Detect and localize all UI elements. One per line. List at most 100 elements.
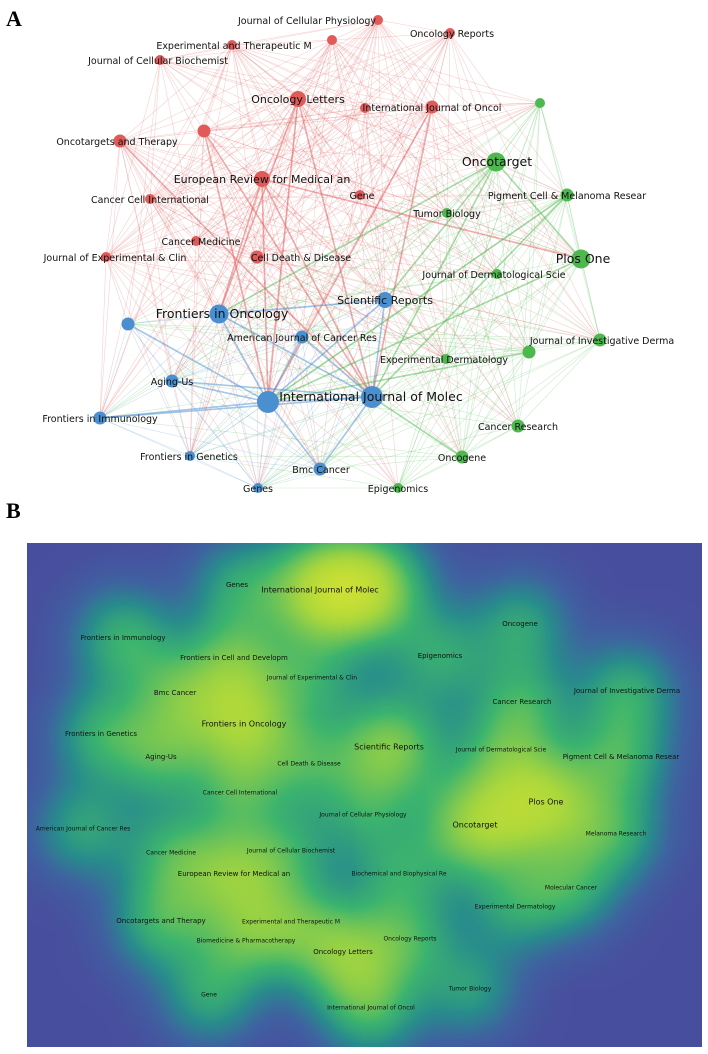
network-edge (119, 140, 497, 163)
network-edge (397, 273, 498, 489)
network-edge (297, 98, 448, 214)
network-edge (127, 161, 497, 325)
density-label: European Review for Medical an (177, 870, 291, 878)
network-edge (171, 380, 269, 403)
network-edge (267, 358, 447, 403)
network-edge (301, 336, 447, 360)
network-edge (267, 106, 433, 403)
network-edge (371, 299, 386, 398)
network-edge (297, 98, 366, 109)
network-edge (159, 59, 497, 163)
network-edge (539, 102, 582, 260)
network-edge (189, 455, 399, 489)
network-edge (99, 417, 259, 489)
network-edge (105, 256, 498, 275)
network-edge (189, 455, 321, 470)
network-edge (517, 339, 601, 427)
network-edge (431, 106, 530, 353)
network-edge (99, 198, 151, 419)
network-edge (384, 299, 463, 458)
network-edge (461, 273, 498, 458)
network-edge (159, 59, 263, 180)
network-edge (149, 198, 220, 315)
network-edge (189, 194, 361, 457)
network-edge (431, 106, 601, 341)
network-edge (195, 130, 205, 242)
network-edge (189, 313, 220, 457)
network-edge (119, 106, 433, 142)
network-edge (189, 396, 373, 457)
network-edge (127, 273, 498, 325)
network-node (113, 134, 127, 148)
network-edge (331, 39, 463, 458)
network-edge (218, 178, 263, 315)
network-edge (231, 44, 386, 301)
network-node-label: Experimental Dermatology (380, 355, 508, 366)
network-edge (359, 106, 433, 196)
network-edge (331, 39, 541, 104)
network-edge (461, 258, 582, 458)
network-edge (261, 178, 582, 260)
network-edge (496, 258, 582, 275)
density-label: Frontiers in Cell and Developm (180, 654, 288, 662)
network-edge (171, 380, 259, 489)
network-edge (231, 44, 463, 458)
network-node (571, 249, 591, 269)
network-edge (257, 468, 321, 489)
network-edge (119, 107, 366, 142)
density-label: Journal of Cellular Physiology (319, 811, 407, 819)
network-edge (105, 256, 530, 353)
network-edge (159, 39, 333, 61)
network-edge (397, 258, 582, 489)
network-edge (528, 102, 541, 353)
network-edge (127, 323, 530, 353)
network-edge (267, 336, 303, 403)
network-edge (256, 39, 333, 258)
density-label: Plos One (528, 797, 564, 807)
network-edge (203, 19, 379, 132)
network-edge (99, 417, 463, 458)
network-edge (364, 32, 451, 109)
network-edge (461, 194, 568, 458)
network-edge (377, 19, 463, 458)
density-label: Tumor Biology (448, 985, 492, 993)
network-edge (301, 336, 321, 470)
network-node-label: Journal of Investigative Derma (529, 336, 674, 347)
network-edge (261, 32, 451, 180)
density-label: Cancer Medicine (146, 849, 196, 857)
network-node (295, 330, 309, 344)
network-node-label: Cell Death & Disease (251, 253, 351, 264)
network-node-label: Epigenomics (368, 484, 428, 495)
network-edge (256, 256, 259, 489)
network-edge (218, 313, 303, 338)
network-node (486, 152, 506, 172)
network-edge (446, 212, 530, 353)
network-edge (105, 256, 601, 341)
network-edge (461, 161, 497, 458)
network-edge (127, 323, 191, 457)
network-edge (119, 140, 258, 258)
network-edge (203, 102, 541, 132)
network-edge (231, 19, 379, 46)
network-edge (119, 39, 333, 142)
network-edge (149, 44, 233, 200)
network-edge (495, 161, 568, 196)
density-label: American Journal of Cancer Res (35, 825, 131, 833)
network-edge (446, 32, 451, 214)
network-node (145, 194, 155, 204)
network-edge (203, 130, 303, 338)
network-edge (261, 178, 321, 470)
network-edge (159, 59, 299, 100)
density-label: Pigment Cell & Melanoma Resear (562, 753, 680, 761)
network-edge (431, 106, 448, 214)
network-node-label: Frontiers in Genetics (140, 452, 238, 463)
network-edge (397, 339, 601, 489)
network-edge (445, 194, 568, 360)
network-edge (119, 140, 303, 338)
density-label: Oncotargets and Therapy (116, 917, 206, 925)
network-edge (231, 44, 366, 109)
network-edge (359, 194, 448, 214)
network-edge (119, 140, 530, 353)
network-edge (105, 256, 220, 315)
network-edge (256, 32, 451, 258)
